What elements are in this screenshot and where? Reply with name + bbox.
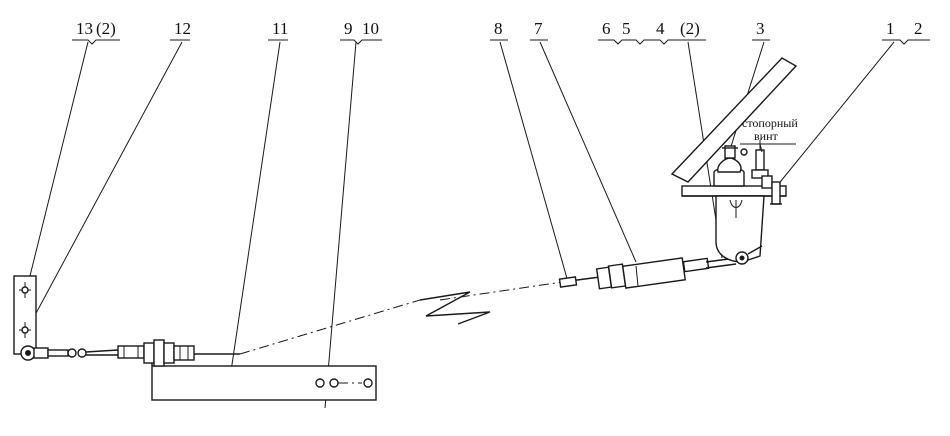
annotation-line-1: стопорный	[742, 116, 798, 130]
cable-adjuster-nut	[143, 339, 195, 367]
callout-13: 13	[76, 19, 93, 38]
callout-3: 3	[756, 19, 765, 38]
callout-4-ref: (2)	[680, 19, 700, 38]
callout-12: 12	[174, 19, 191, 38]
cable-from-break	[439, 281, 563, 301]
callout-underlines	[72, 39, 930, 45]
cable-break-symbol	[419, 291, 491, 325]
callout-2: 2	[914, 19, 923, 38]
callout-4: 4	[656, 19, 665, 38]
annotation-line-2: винт	[754, 129, 779, 143]
stop-screw-annotation: стопорный винт	[740, 116, 798, 153]
left-pedal-bracket	[13, 275, 87, 361]
callout-13-ref: (2)	[96, 19, 116, 38]
callout-10: 10	[362, 19, 379, 38]
callout-6: 6	[602, 19, 611, 38]
left-cable	[85, 345, 145, 359]
callout-labels: 13 (2) 12 11 9 10 8 7 6 5 4 (2) 3 1 2	[76, 19, 923, 38]
callout-8: 8	[494, 19, 503, 38]
cable-to-break	[194, 299, 421, 355]
callout-5: 5	[622, 19, 631, 38]
callout-11: 11	[272, 19, 288, 38]
mounting-plate	[151, 348, 377, 401]
callout-1: 1	[886, 19, 895, 38]
callout-7: 7	[534, 19, 543, 38]
right-cable-sleeve	[558, 257, 737, 290]
pedal-assembly	[670, 57, 798, 265]
callout-9: 9	[344, 19, 353, 38]
